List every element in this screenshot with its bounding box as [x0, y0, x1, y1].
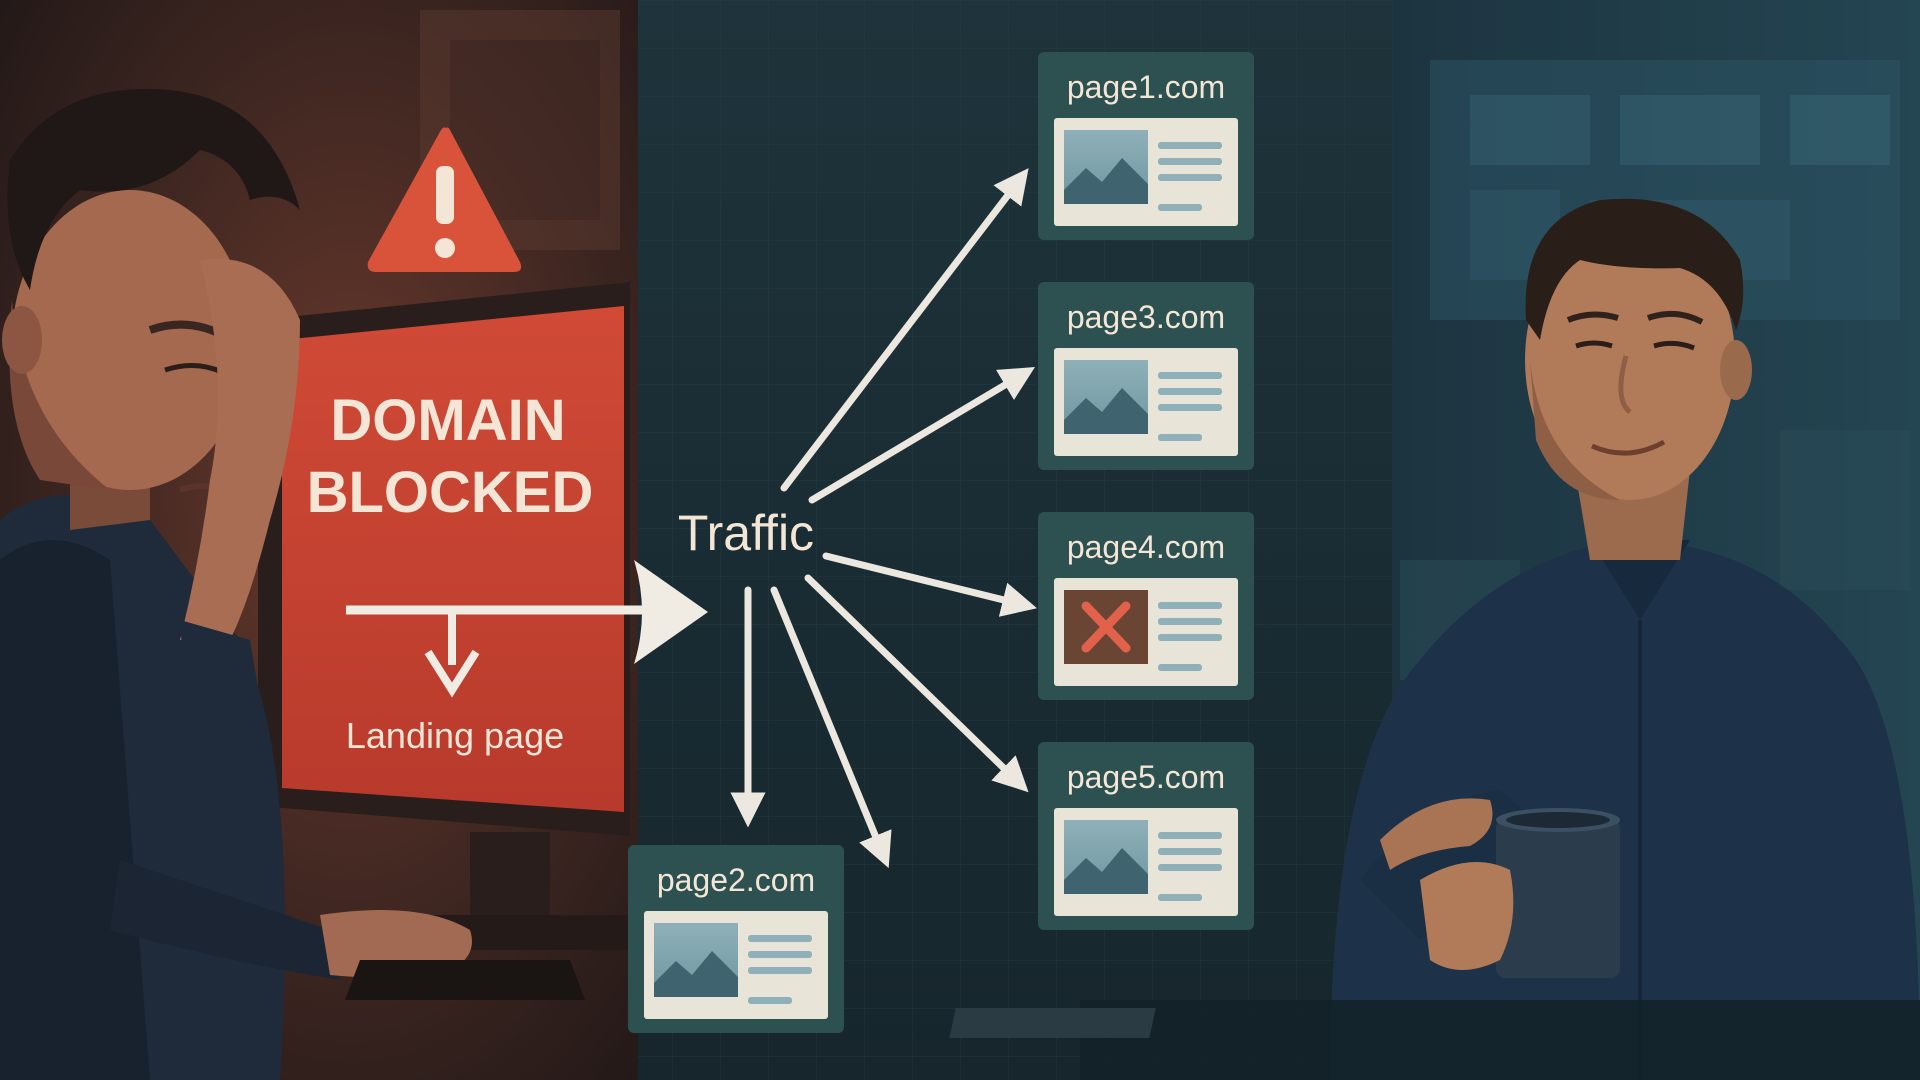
page-card-page3: page3.com	[1038, 282, 1254, 470]
page-card-page2: page2.com	[628, 845, 844, 1033]
image-thumbnail-icon	[1064, 130, 1148, 204]
blocked-monitor	[258, 282, 660, 950]
notebook	[949, 1008, 1156, 1038]
page-cards: page1.com page3.com page4.com page5.com page…	[628, 52, 1254, 1033]
coffee-mug-icon	[1496, 808, 1620, 978]
arrow-to-page4	[822, 552, 1037, 617]
blocked-title-line2: BLOCKED	[307, 460, 594, 525]
calm-person	[1330, 198, 1920, 1080]
page-card-page4: page4.com	[1038, 512, 1254, 700]
page-text-lines	[1158, 372, 1222, 441]
landing-page-label: Landing page	[346, 715, 564, 756]
page-text-lines	[748, 935, 812, 1004]
arrow-to-page3	[808, 367, 1036, 504]
blocked-title-line1: DOMAIN	[330, 388, 565, 453]
broken-image-x-icon	[1064, 590, 1148, 664]
arrow-to-page5	[804, 574, 1029, 793]
page-text-lines	[1158, 142, 1222, 211]
page-text-lines	[1158, 832, 1222, 901]
image-thumbnail-icon	[1064, 820, 1148, 894]
traffic-arrows	[730, 168, 1037, 869]
traffic-label: Traffic	[678, 505, 814, 561]
right-desk	[1080, 1000, 1920, 1080]
page-card-page5: page5.com	[1038, 742, 1254, 930]
image-thumbnail-icon	[1064, 360, 1148, 434]
page-card-label: page4.com	[1067, 529, 1225, 565]
frustrated-person	[0, 88, 585, 1080]
page-card-label: page5.com	[1067, 759, 1225, 795]
page-card-label: page1.com	[1067, 69, 1225, 105]
arrow-extra	[770, 586, 892, 869]
arrow-to-page1	[780, 168, 1029, 492]
blocked-screen	[282, 306, 624, 812]
warning-triangle-icon	[367, 127, 522, 272]
page-card-page1: page1.com	[1038, 52, 1254, 240]
page-text-lines	[1158, 602, 1222, 671]
image-thumbnail-icon	[654, 923, 738, 997]
page-card-label: page2.com	[657, 862, 815, 898]
page-card-label: page3.com	[1067, 299, 1225, 335]
redirect-arrow	[346, 560, 708, 698]
